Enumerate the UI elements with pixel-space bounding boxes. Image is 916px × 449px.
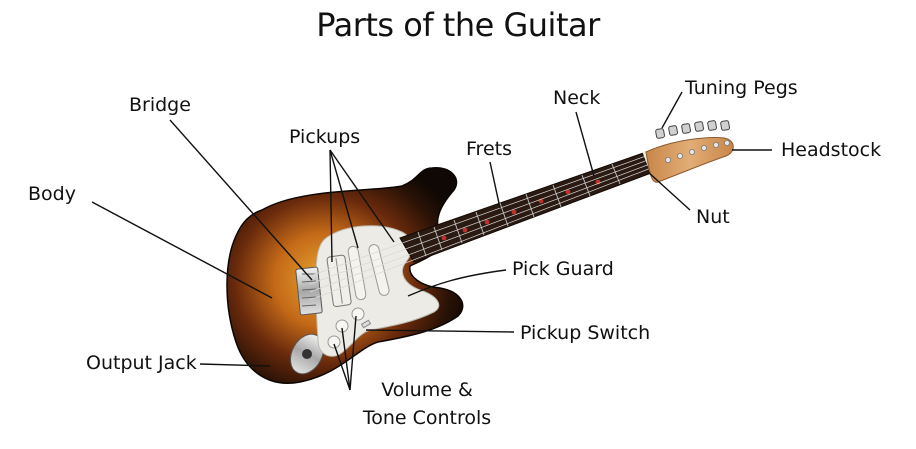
pickup-neck — [368, 244, 390, 296]
tuning-pegs — [655, 120, 730, 139]
diagram-title: Parts of the Guitar — [316, 6, 600, 44]
label-output-jack: Output Jack — [86, 352, 197, 374]
label-pick-guard: Pick Guard — [512, 258, 614, 280]
label-pickups: Pickups — [289, 126, 361, 148]
tuning-posts — [665, 139, 731, 163]
label-controls-line1: Volume & — [381, 379, 473, 401]
label-controls-line2: Tone Controls — [362, 407, 492, 429]
bridge — [295, 266, 323, 316]
strings — [309, 155, 652, 301]
label-headstock: Headstock — [781, 139, 882, 161]
label-nut: Nut — [696, 206, 730, 228]
output-jack — [289, 333, 325, 375]
label-frets: Frets — [466, 138, 512, 160]
label-pickup-switch: Pickup Switch — [520, 322, 651, 344]
control-knobs — [327, 307, 365, 349]
fret-markers — [441, 179, 601, 241]
label-tuning-pegs: Tuning Pegs — [685, 77, 798, 99]
label-body: Body — [28, 183, 76, 205]
leader-lines — [91, 91, 772, 391]
label-bridge: Bridge — [129, 94, 191, 116]
label-neck: Neck — [553, 87, 601, 109]
label-volume-tone-controls: Volume & Tone Controls — [352, 376, 502, 432]
pickup-switch-lever — [360, 319, 372, 329]
headstock — [645, 137, 734, 183]
